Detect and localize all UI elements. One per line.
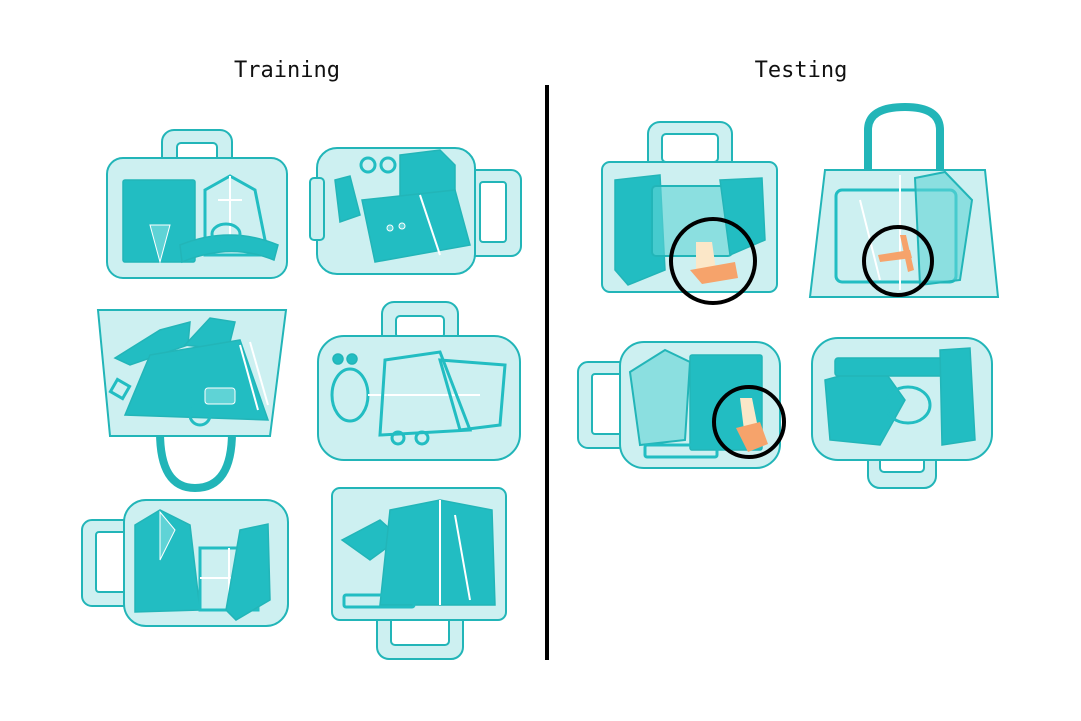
- testing-bag-2: [808, 102, 1000, 298]
- detection-circle: [862, 225, 934, 297]
- glasses-icon: [359, 156, 397, 174]
- belt-icon: [342, 593, 416, 609]
- jacket-icon: [379, 499, 496, 606]
- gloves-icon: [334, 175, 361, 224]
- detection-circle: [712, 385, 786, 459]
- gun-icon: [690, 242, 738, 284]
- training-bag-1: [106, 129, 288, 279]
- testing-bag-1: [601, 121, 778, 305]
- blazer-icon: [134, 509, 201, 613]
- training-bag-4: [317, 301, 521, 461]
- pants-icon: [122, 179, 196, 264]
- boot-icon: [939, 347, 976, 446]
- belt-icon: [643, 443, 719, 459]
- training-heading: Training: [234, 58, 340, 83]
- training-bag-6: [331, 487, 507, 660]
- ring-icon: [108, 377, 132, 401]
- boot-icon: [225, 523, 271, 621]
- racket-icon: [330, 367, 480, 423]
- sunglasses-icon: [332, 353, 358, 365]
- scarf-icon: [179, 222, 279, 264]
- scarf-icon: [719, 177, 766, 257]
- testing-bag-4: [811, 337, 993, 489]
- training-bag-2: [309, 147, 522, 275]
- roller-skates-icon: [378, 350, 507, 446]
- training-bag-3: [96, 309, 288, 493]
- heels-icon: [113, 317, 236, 366]
- hairdryer-icon: [188, 387, 236, 427]
- shirt-icon: [913, 170, 974, 287]
- jacket-icon: [361, 189, 471, 263]
- shirt-icon: [628, 348, 692, 447]
- testing-heading: Testing: [754, 58, 848, 83]
- testing-bag-3: [577, 341, 786, 469]
- knife-icon: [878, 235, 914, 272]
- gun-icon: [736, 398, 768, 452]
- detection-circle: [669, 217, 757, 305]
- training-bag-5: [81, 499, 289, 627]
